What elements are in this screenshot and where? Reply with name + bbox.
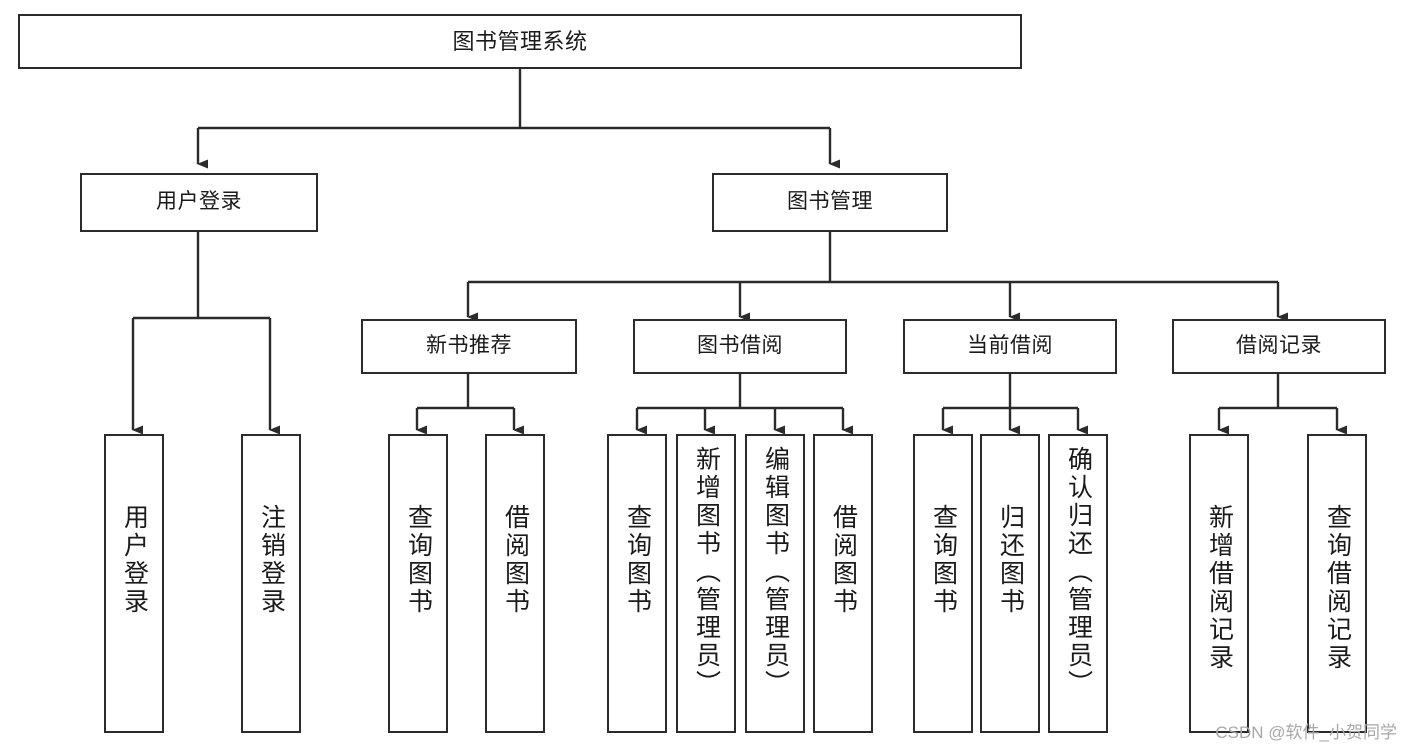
node-book-management-system[interactable]: 图书管理系统 <box>18 14 1022 69</box>
node-label: 当前借阅 <box>967 334 1053 358</box>
node-label: 编辑图书（管理员） <box>761 446 790 698</box>
node-label: 借阅图书 <box>501 504 530 616</box>
node-label: 图书管理系统 <box>452 28 588 54</box>
node-new-book-recommend[interactable]: 新书推荐 <box>361 319 577 374</box>
leaf-query-book-recommend[interactable]: 查询图书 <box>388 434 448 733</box>
leaf-query-book-borrow[interactable]: 查询图书 <box>607 434 667 733</box>
node-book-borrow[interactable]: 图书借阅 <box>633 319 847 374</box>
leaf-query-book-current[interactable]: 查询图书 <box>913 434 973 733</box>
leaf-add-borrow-record[interactable]: 新增借阅记录 <box>1189 434 1249 733</box>
leaf-add-book-admin[interactable]: 新增图书（管理员） <box>676 434 736 733</box>
node-borrow-record[interactable]: 借阅记录 <box>1172 319 1386 374</box>
leaf-user-login[interactable]: 用户登录 <box>104 434 164 733</box>
node-label: 用户登录 <box>156 190 242 214</box>
node-label: 查询图书 <box>929 504 958 616</box>
node-label: 借阅记录 <box>1236 334 1322 358</box>
node-label: 确认归还（管理员） <box>1064 446 1093 698</box>
leaf-borrow-book[interactable]: 借阅图书 <box>813 434 873 733</box>
node-label: 图书借阅 <box>697 334 783 358</box>
node-book-management[interactable]: 图书管理 <box>712 173 948 232</box>
node-label: 新增借阅记录 <box>1205 504 1234 672</box>
node-label: 借阅图书 <box>829 504 858 616</box>
leaf-borrow-book-recommend[interactable]: 借阅图书 <box>485 434 545 733</box>
leaf-query-borrow-record[interactable]: 查询借阅记录 <box>1307 434 1367 733</box>
node-label: 新增图书（管理员） <box>692 446 721 698</box>
node-label: 归还图书 <box>996 504 1025 616</box>
node-label: 注销登录 <box>257 504 286 616</box>
node-label: 查询图书 <box>404 504 433 616</box>
csdn-watermark: CSDN @软件_小贺同学 <box>1215 723 1397 742</box>
node-label: 新书推荐 <box>426 334 512 358</box>
node-label: 用户登录 <box>120 504 149 616</box>
leaf-logout-login[interactable]: 注销登录 <box>241 434 301 733</box>
leaf-edit-book-admin[interactable]: 编辑图书（管理员） <box>745 434 805 733</box>
node-label: 查询借阅记录 <box>1323 504 1352 672</box>
node-label: 查询图书 <box>623 504 652 616</box>
node-user-login[interactable]: 用户登录 <box>80 173 318 232</box>
leaf-return-book[interactable]: 归还图书 <box>980 434 1040 733</box>
node-label: 图书管理 <box>787 190 873 214</box>
node-current-borrow[interactable]: 当前借阅 <box>903 319 1117 374</box>
leaf-confirm-return-admin[interactable]: 确认归还（管理员） <box>1048 434 1108 733</box>
